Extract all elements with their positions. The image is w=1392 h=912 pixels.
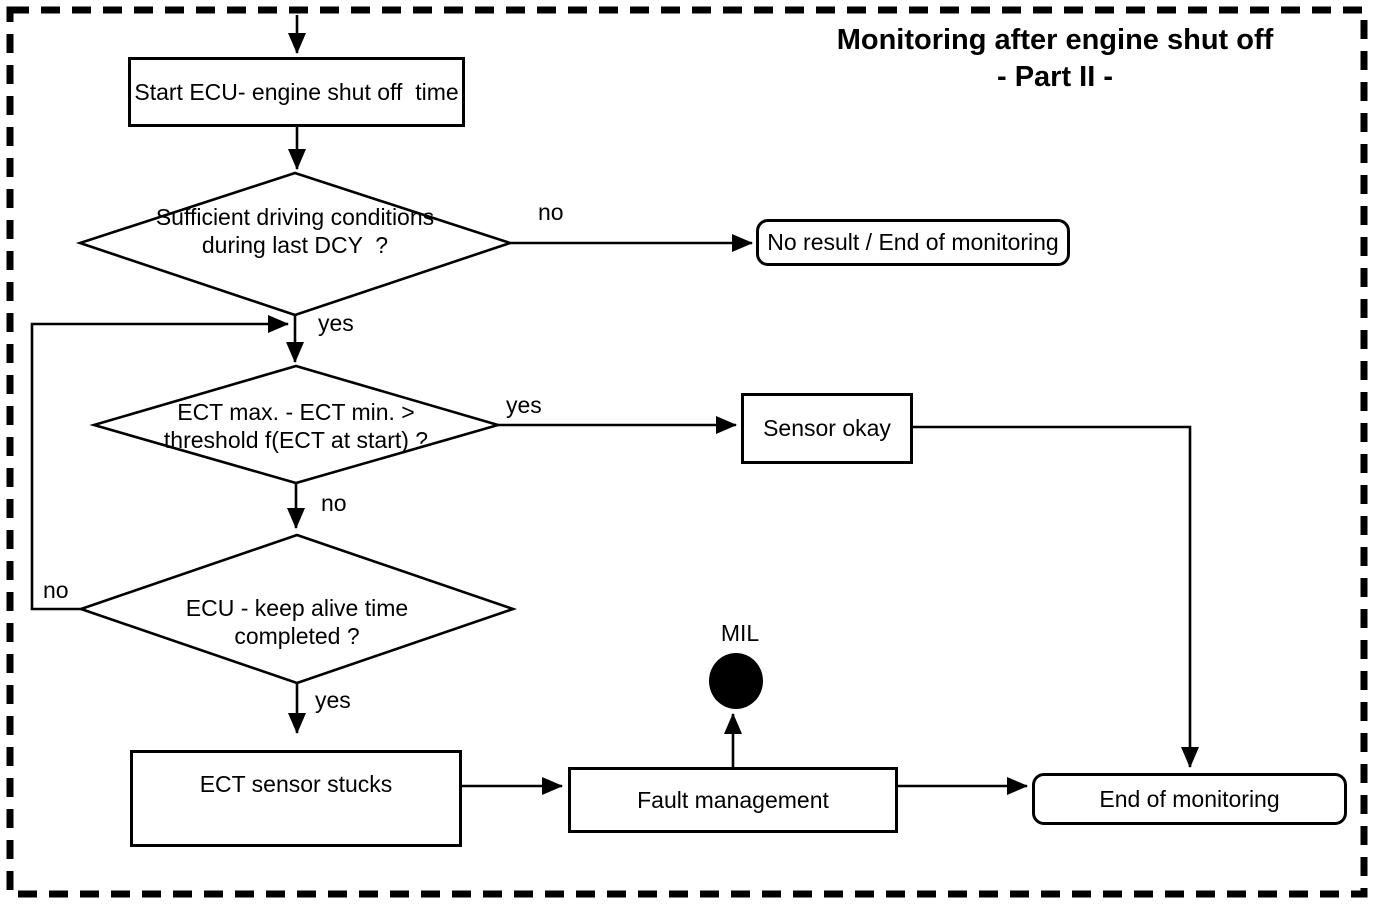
decision-keep-alive-label: ECU - keep alive time completed ? [185, 595, 409, 649]
diagram-title-line-2: - Part II - [996, 61, 1113, 93]
edge-label-d1-no: no [538, 199, 564, 225]
diagram-title-line-1: Monitoring after engine shut off [836, 24, 1274, 56]
decision-ect-delta-label: ECT max. - ECT min. > threshold f(ECT at… [163, 399, 429, 453]
decision-ect-delta-shape [89, 364, 503, 485]
edge-label-d3-no: no [43, 577, 69, 603]
mil-label: MIL [720, 620, 760, 646]
edge-label-d2-yes: yes [506, 392, 542, 418]
node-ect-sensor-stucks-box: ECT sensor stucks [130, 750, 462, 847]
node-start-box: Start ECU- engine shut off time [128, 57, 465, 127]
arrow-sensor-okay-to-end [913, 425, 1199, 768]
dashed-border [6, 6, 1368, 898]
decision-keep-alive-shape [76, 533, 518, 685]
mil-indicator-circle [709, 653, 763, 709]
edge-label-d1-yes: yes [318, 310, 354, 336]
arrow-d3-no-loopback [30, 315, 289, 611]
edge-label-d2-no: no [321, 490, 347, 516]
node-no-result-box: No result / End of monitoring [756, 219, 1070, 266]
node-sensor-okay-box: Sensor okay [741, 393, 913, 464]
decision-sufficient-driving-label: Sufficient driving conditions during las… [155, 204, 435, 258]
node-fault-management-box: Fault management [568, 767, 898, 833]
node-end-of-monitoring-box: End of monitoring [1032, 773, 1347, 825]
edge-label-d3-yes: yes [315, 687, 351, 713]
diagram-title: Monitoring after engine shut off - Part … [820, 22, 1290, 96]
decision-sufficient-driving-shape [75, 171, 515, 317]
